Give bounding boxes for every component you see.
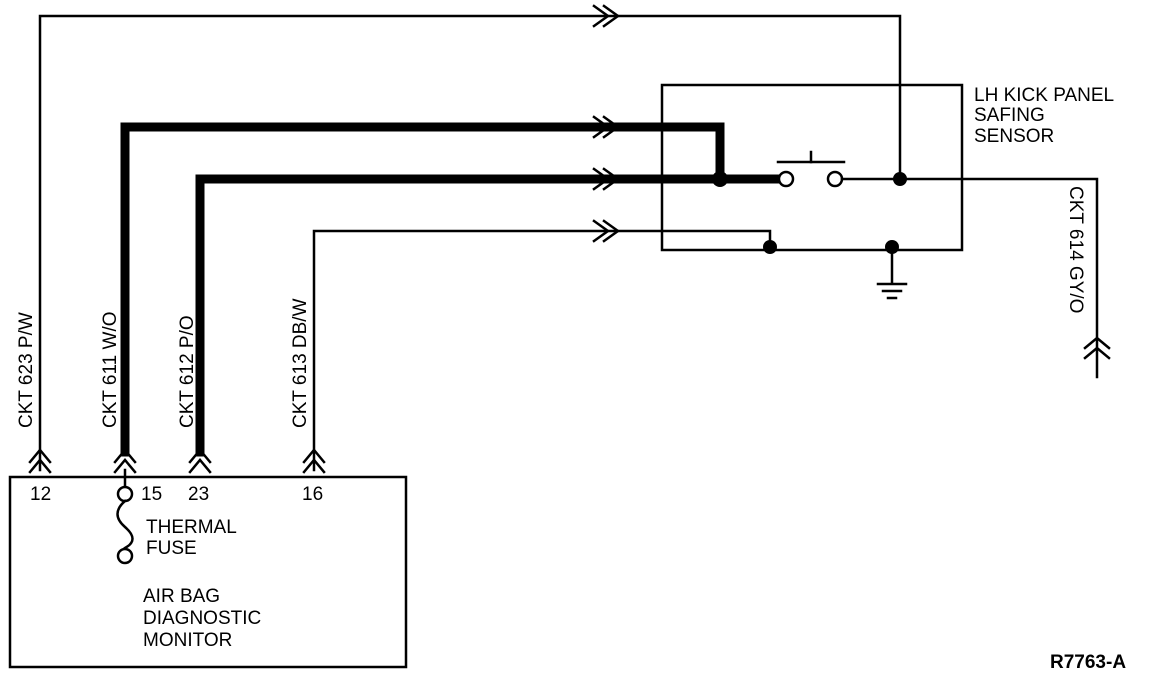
ground [876,240,908,300]
wire-613 [312,229,772,472]
connector-611-pin [113,448,137,474]
pin-label-16: 16 [302,484,323,505]
circuit-label-623: CKT 623 P/W [16,312,37,428]
monitor-box [8,475,408,669]
fuse-terminal-top [116,485,134,503]
connector-612-pin [188,448,212,474]
connector-612-top [592,167,621,191]
ground-icon [876,282,908,300]
connector-614 [1083,336,1111,360]
circuit-label-614: CKT 614 GY/O [1065,186,1086,313]
pin-label-15: 15 [141,484,162,505]
circuit-612: CKT 612 P/O [177,167,784,474]
connector-613-pin [302,448,326,474]
lh-kick-panel-safing-sensor: LH KICK PANEL SAFING SENSOR [660,83,1114,252]
connector-623-pin [28,448,52,474]
pin-label-23: 23 [188,484,209,505]
fuse-label-line-2: FUSE [146,538,197,559]
switch-contact-right [826,170,844,188]
circuit-613: CKT 613 DB/W [290,219,777,474]
wire-612 [195,174,784,457]
connector-611-top [592,115,621,139]
monitor-title-line-2: DIAGNOSTIC [143,608,261,629]
circuit-611: CKT 611 W/O [100,115,728,474]
figure-id: R7763-A [1050,652,1126,673]
thermal-fuse: THERMAL FUSE [116,468,237,565]
circuit-label-611: CKT 611 W/O [100,312,121,429]
sensor-title-line-3: SENSOR [974,126,1054,147]
wire-611 [120,122,725,457]
splice-613 [763,240,777,254]
switch-contact-left [777,170,795,188]
pin-label-12: 12 [30,484,51,505]
safing-switch [776,150,902,188]
monitor-title-line-3: MONITOR [143,630,232,651]
fuse-terminal-bottom [116,547,134,565]
circuit-label-612: CKT 612 P/O [177,315,198,428]
circuit-614: CKT 614 GY/O [898,177,1111,379]
connector-613-top [592,219,621,243]
sensor-title-line-2: SAFING [974,105,1045,126]
sensor-title-line-1: LH KICK PANEL [974,85,1114,106]
fuse-label-line-1: THERMAL [146,517,237,538]
fuse-element [116,499,134,550]
circuit-label-613: CKT 613 DB/W [290,298,311,428]
monitor-title-line-1: AIR BAG [143,586,220,607]
air-bag-diagnostic-monitor: AIR BAG DIAGNOSTIC MONITOR 12 15 23 16 [8,475,408,669]
circuit-623: CKT 623 P/W [16,4,907,474]
wire-623 [38,14,902,472]
sensor-box [660,83,964,252]
connector-623-top [592,4,621,28]
wire-614 [898,177,1099,379]
